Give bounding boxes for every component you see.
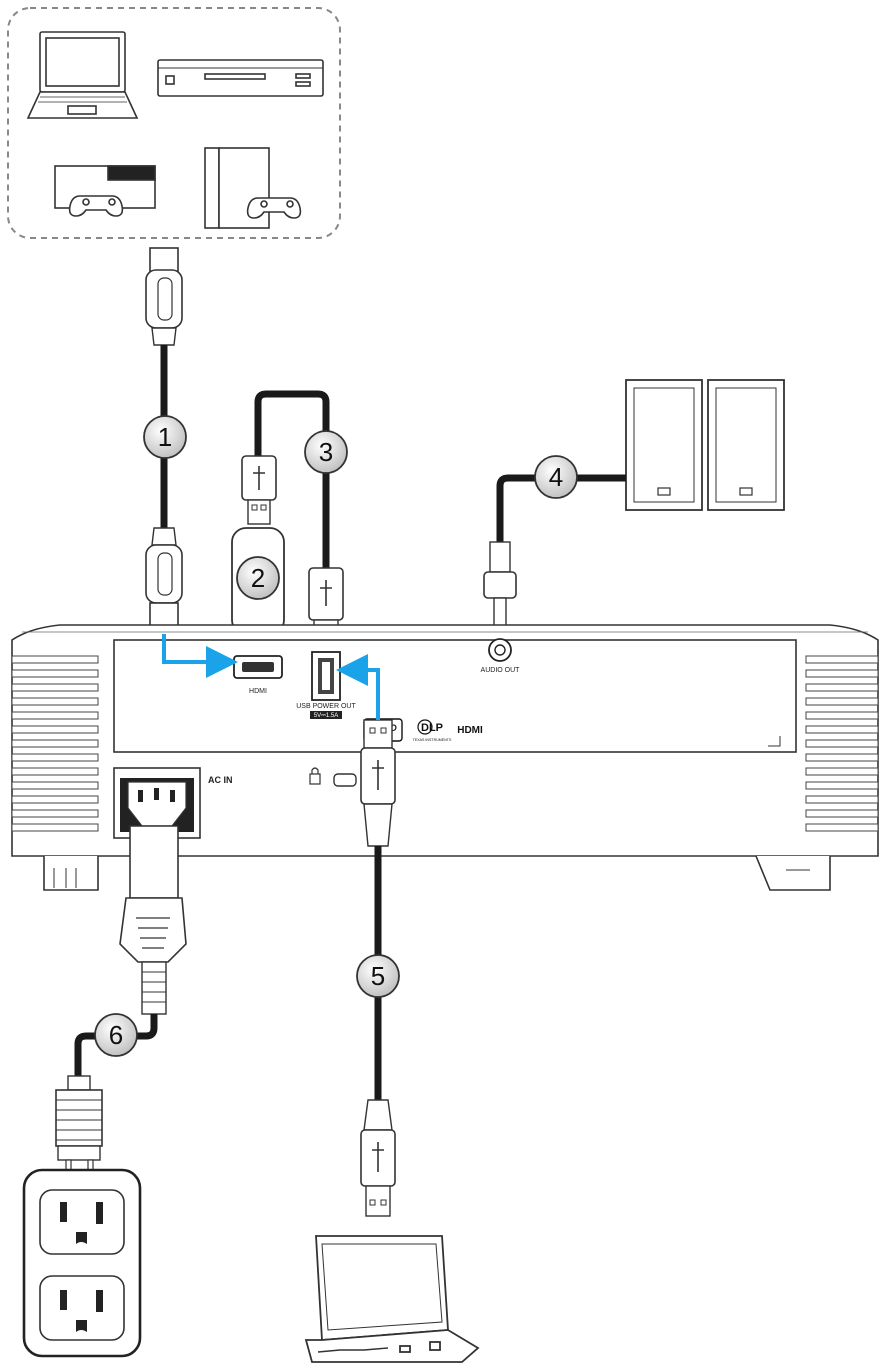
- ac-in-label: AC IN: [208, 775, 233, 785]
- vent-left: [11, 655, 99, 832]
- svg-text:6: 6: [109, 1020, 123, 1050]
- bluray-player-icon: [157, 59, 324, 97]
- rear-io-panel: [113, 639, 797, 753]
- source-devices-group: [7, 7, 341, 239]
- svg-text:1: 1: [158, 422, 172, 452]
- speakers-icon: [625, 379, 785, 511]
- callout-5: 5: [356, 954, 400, 998]
- svg-text:2: 2: [251, 563, 265, 593]
- hdmi-logo: HDMI: [457, 725, 483, 736]
- callout-3: 3: [304, 430, 348, 474]
- wall-outlet: [22, 1168, 142, 1358]
- svg-text:TEXAS INSTRUMENTS: TEXAS INSTRUMENTS: [413, 738, 452, 742]
- dlp-logo: DLP TEXAS INSTRUMENTS: [413, 719, 452, 742]
- laptop-icon: [26, 31, 139, 119]
- laptop-bottom-icon: [304, 1235, 480, 1363]
- callout-1: 1: [143, 415, 187, 459]
- svg-text:DLP: DLP: [421, 722, 443, 734]
- usb-power-port: [311, 651, 341, 701]
- audio-out-label: AUDIO OUT: [481, 667, 521, 674]
- power-cord: [55, 825, 187, 1191]
- kensington-lock-icon: [309, 767, 357, 787]
- svg-text:3: 3: [319, 437, 333, 467]
- usb-service-cable: [360, 719, 396, 1217]
- hdmi-cable: [145, 247, 183, 634]
- hdmi-port: [233, 655, 283, 679]
- callout-2: 2: [236, 556, 280, 600]
- callout-4: 4: [534, 455, 578, 499]
- usb-power-out-label: USB POWER OUT: [296, 703, 356, 710]
- connection-arrows: [162, 634, 380, 720]
- callout-6: 6: [94, 1013, 138, 1057]
- svg-text:5: 5: [371, 961, 385, 991]
- audio-cable: [483, 474, 626, 633]
- vent-right: [805, 655, 879, 832]
- game-console-icon: [54, 165, 156, 217]
- hdmi-port-label: HDMI: [249, 688, 267, 695]
- svg-text:4: 4: [549, 462, 563, 492]
- usb-power-spec-label: 5V⎓1.5A: [314, 713, 338, 719]
- audio-out-port: [488, 638, 512, 662]
- playstation-icon: [204, 147, 302, 229]
